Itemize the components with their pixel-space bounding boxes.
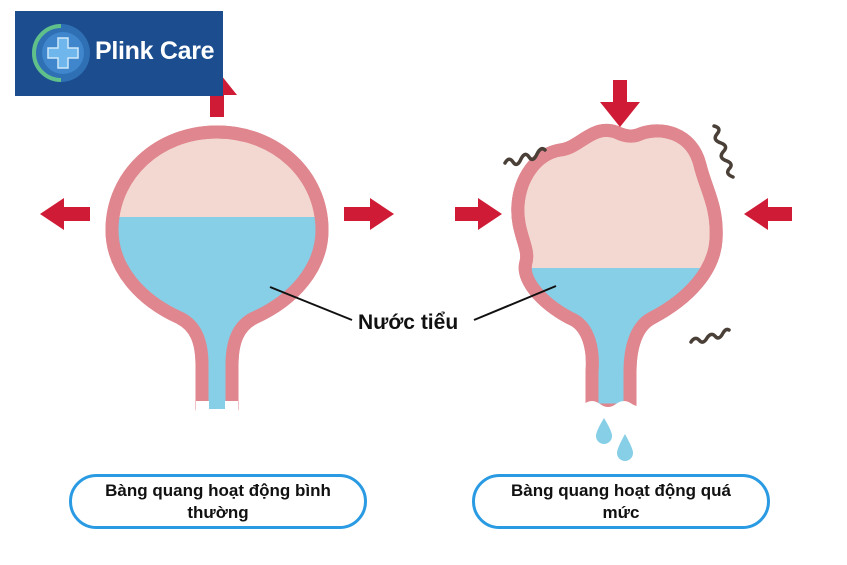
arrow-right-icon	[455, 198, 502, 230]
arrow-left-icon	[40, 198, 90, 230]
arrow-left-icon	[744, 198, 792, 230]
droplet-icon	[596, 418, 612, 444]
overactive-bladder	[455, 80, 792, 461]
normal-bladder	[40, 70, 394, 415]
label-pointer-right	[473, 285, 557, 321]
squiggle-icon	[503, 146, 547, 167]
caption-overactive-text: Bàng quang hoạt động quá mức	[510, 480, 732, 522]
caption-normal-text: Bàng quang hoạt động bình thường	[105, 480, 331, 522]
squiggle-icon	[712, 124, 735, 179]
urine-fill	[112, 217, 322, 408]
brand-logo: Plink Care	[15, 11, 223, 96]
brand-name: Plink Care	[95, 37, 215, 65]
urine-label: Nước tiểu	[358, 311, 459, 334]
arrow-right-icon	[344, 198, 394, 230]
caption-overactive-bladder: Bàng quang hoạt động quá mức	[472, 474, 770, 529]
droplet-icon	[617, 434, 633, 461]
arrow-down-icon	[600, 80, 640, 127]
caption-normal-bladder: Bàng quang hoạt động bình thường	[69, 474, 367, 529]
cross-plus-logo-icon	[32, 24, 90, 82]
label-pointer-left	[269, 286, 353, 321]
squiggle-icon	[689, 327, 731, 344]
